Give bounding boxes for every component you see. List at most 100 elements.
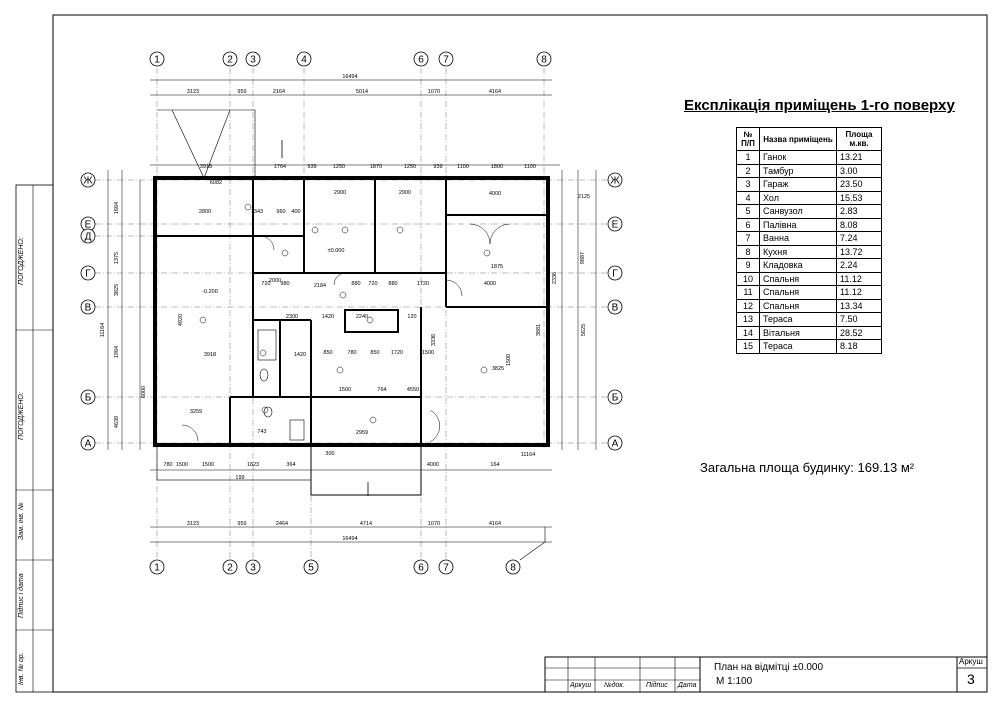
dimension-label: 1500	[422, 350, 434, 356]
axis-label: Е	[85, 220, 92, 231]
axis-marker-top-6: 6	[413, 51, 429, 67]
room-name: Спальня	[759, 285, 837, 300]
stamp-col-arkush: Аркуш	[570, 682, 592, 689]
dimension-label: 3881	[536, 324, 542, 336]
dimension-label: 3336	[431, 334, 437, 346]
axis-label: 8	[510, 563, 516, 574]
stamp-col-date: Дата	[678, 682, 697, 689]
axis-marker-top-7: 7	[438, 51, 454, 67]
dimension-label: 1720	[417, 281, 429, 287]
dimension-label: 2000	[269, 278, 281, 284]
axis-marker-right-Г: Г	[607, 265, 623, 281]
dimension-label: 1100	[524, 164, 536, 170]
dimension-label: 2336	[552, 272, 558, 284]
dimension-label: 5625	[581, 324, 587, 336]
dimension-label: 3825	[492, 366, 504, 372]
room-name: Тераса	[759, 312, 837, 327]
col-name-header: Назва приміщень	[759, 127, 837, 151]
dimension-label: 2464	[276, 521, 288, 527]
room-area: 8.08	[836, 217, 882, 232]
dimension-label: 959	[237, 89, 246, 95]
axis-label: Г	[612, 269, 618, 280]
axis-marker-top-2: 2	[222, 51, 238, 67]
dimension-label: 720	[261, 281, 270, 287]
dimension-label: 720	[368, 281, 377, 287]
col-num-header: № П/П	[736, 127, 760, 151]
dimension-lines	[107, 79, 597, 543]
side-label-approved-1: ПОГОДЖЕНО:	[18, 237, 25, 285]
dimension-label: 1664	[114, 202, 120, 214]
col-area-header: Площа м.кв.	[836, 127, 882, 151]
dimension-label: 2240	[356, 314, 368, 320]
axis-marker-bottom-8: 8	[505, 559, 521, 575]
room-area: 8.18	[836, 339, 882, 354]
axis-marker-left-Д: Д	[80, 228, 96, 244]
axis-marker-left-А: А	[80, 435, 96, 451]
axis-marker-right-Ж: Ж	[607, 172, 623, 188]
axis-marker-top-8: 8	[536, 51, 552, 67]
closet-box	[344, 309, 399, 333]
axis-label: 7	[443, 563, 449, 574]
axis-label: 3	[250, 563, 256, 574]
room-name: Кладовка	[759, 258, 837, 273]
dimension-label: 939	[307, 164, 316, 170]
dimension-label: 2800	[199, 209, 211, 215]
room-number: 8	[736, 244, 760, 259]
dimension-label: 6000	[141, 386, 147, 398]
axis-label: А	[85, 439, 92, 450]
axis-marker-left-Г: Г	[80, 265, 96, 281]
room-area: 13.34	[836, 298, 882, 313]
room-name: Палівна	[759, 217, 837, 232]
dimension-label: 6082	[210, 180, 222, 186]
dimension-label: 1070	[428, 89, 440, 95]
dimension-label: 199	[235, 475, 244, 481]
sheet-title: План на відмітці ±0.000	[714, 662, 824, 673]
dimension-label: 4920	[178, 314, 184, 326]
axis-marker-left-Б: Б	[80, 389, 96, 405]
dimension-label: ±0.000	[328, 248, 345, 254]
room-number: 1	[736, 150, 760, 165]
room-number: 15	[736, 339, 760, 354]
dimension-label: 780	[347, 350, 356, 356]
dimension-label: 164	[490, 462, 499, 468]
dimension-label: 300	[325, 451, 334, 457]
room-area: 15.53	[836, 190, 882, 205]
room-number: 6	[736, 217, 760, 232]
porch-outline	[156, 444, 312, 481]
room-number: 10	[736, 271, 760, 286]
dimension-label: 1870	[370, 164, 382, 170]
axis-label: 2	[227, 55, 233, 66]
room-name: Хол	[759, 190, 837, 205]
axis-label: Б	[612, 393, 619, 404]
dimension-label: 1250	[404, 164, 416, 170]
dimension-label: 2959	[356, 430, 368, 436]
dimension-label: 11164	[100, 323, 106, 337]
dimension-label: 780	[163, 462, 172, 468]
room-area: 28.52	[836, 325, 882, 340]
dimension-label: 4714	[360, 521, 372, 527]
dimension-label: 1343	[251, 209, 263, 215]
dimension-label: 1375	[114, 252, 120, 264]
axis-marker-left-В: В	[80, 299, 96, 315]
title-block	[544, 656, 988, 693]
room-number: 2	[736, 163, 760, 178]
dimension-label: 9887	[580, 252, 586, 264]
axis-label: 2	[227, 563, 233, 574]
dimension-label: 4164	[489, 521, 501, 527]
interior-walls	[155, 178, 548, 445]
axis-label: 1	[154, 563, 160, 574]
dimension-label: 959	[237, 521, 246, 527]
dimension-label: 1070	[428, 521, 440, 527]
dimension-label: 2184	[314, 283, 326, 289]
dimension-label: 120	[407, 314, 416, 320]
room-name: Гараж	[759, 177, 837, 192]
